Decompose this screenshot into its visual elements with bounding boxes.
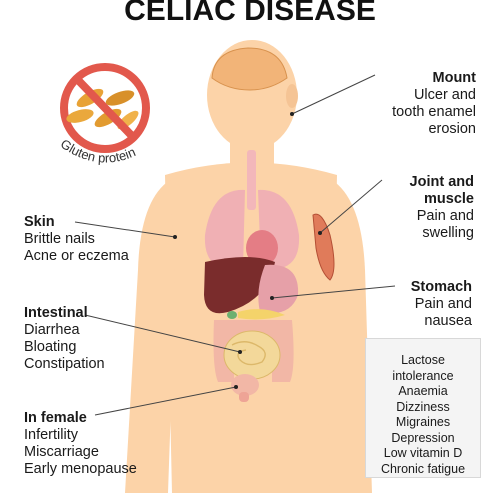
stomach	[258, 264, 299, 314]
ear	[286, 84, 298, 108]
other-symptoms-panel: Lactose intolerance Anaemia Dizziness Mi…	[365, 338, 481, 478]
no-gluten-icon	[60, 63, 150, 153]
label-intestinal: Intestinal Diarrhea Bloating Constipatio…	[24, 305, 105, 373]
symptom-item: Dizziness	[396, 399, 450, 414]
label-skin-line: Acne or eczema	[24, 248, 129, 264]
bladder	[231, 374, 259, 396]
label-stomach-heading: Stomach	[410, 279, 472, 295]
label-skin-line: Brittle nails	[24, 231, 95, 247]
left-lung	[204, 189, 245, 270]
symptom-item: Chronic fatigue	[380, 461, 466, 476]
leader-dots	[173, 112, 322, 389]
brain	[211, 47, 288, 91]
liver	[204, 257, 275, 314]
trachea	[247, 150, 256, 210]
pancreas	[238, 309, 285, 320]
label-skin: Skin Brittle nails Acne or eczema	[24, 214, 129, 265]
label-joint-line: swelling	[422, 225, 474, 241]
label-joint-heading: Joint and	[409, 174, 474, 190]
label-female: In female Infertility Miscarriage Early …	[24, 410, 137, 478]
label-joint-line: Pain and	[416, 208, 474, 224]
symptom-item: Anaemia	[398, 384, 448, 398]
leader-lines	[74, 74, 396, 416]
label-mount-line: Ulcer and	[413, 87, 476, 103]
label-intestinal-line: Diarrhea	[24, 322, 80, 338]
heart	[246, 230, 278, 266]
label-intestinal-line: Constipation	[24, 356, 105, 372]
label-skin-heading: Skin	[24, 214, 55, 230]
label-intestinal-line: Bloating	[24, 339, 77, 355]
gallbladder	[227, 311, 237, 319]
page-title: CELIAC DISEASE	[124, 0, 376, 27]
label-intestinal-heading: Intestinal	[24, 305, 88, 321]
label-mount-heading: Mount	[432, 70, 476, 86]
label-stomach-line: nausea	[424, 313, 472, 329]
symptom-item: Depression	[391, 430, 455, 445]
symptom-item: intolerance	[392, 368, 454, 383]
symptom-item: Migraines	[395, 415, 451, 429]
label-stomach: Stomach Pain and nausea	[411, 279, 472, 330]
symptom-item: Low vitamin D	[383, 446, 463, 460]
label-joint: Joint and muscle Pain and swelling	[410, 174, 474, 242]
label-joint-heading: muscle	[424, 191, 474, 207]
label-female-line: Infertility	[24, 427, 78, 443]
small-intestine	[223, 330, 281, 380]
label-mount: Mount Ulcer and tooth enamel erosion	[392, 70, 476, 138]
label-mount-line: tooth enamel	[392, 104, 476, 120]
label-female-heading: In female	[24, 410, 87, 426]
arm-muscle	[312, 213, 335, 281]
symptom-item: Lactose	[401, 353, 445, 367]
label-mount-line: erosion	[428, 121, 476, 137]
label-female-line: Miscarriage	[24, 444, 99, 460]
label-stomach-line: Pain and	[414, 296, 472, 312]
label-female-line: Early menopause	[24, 461, 137, 477]
